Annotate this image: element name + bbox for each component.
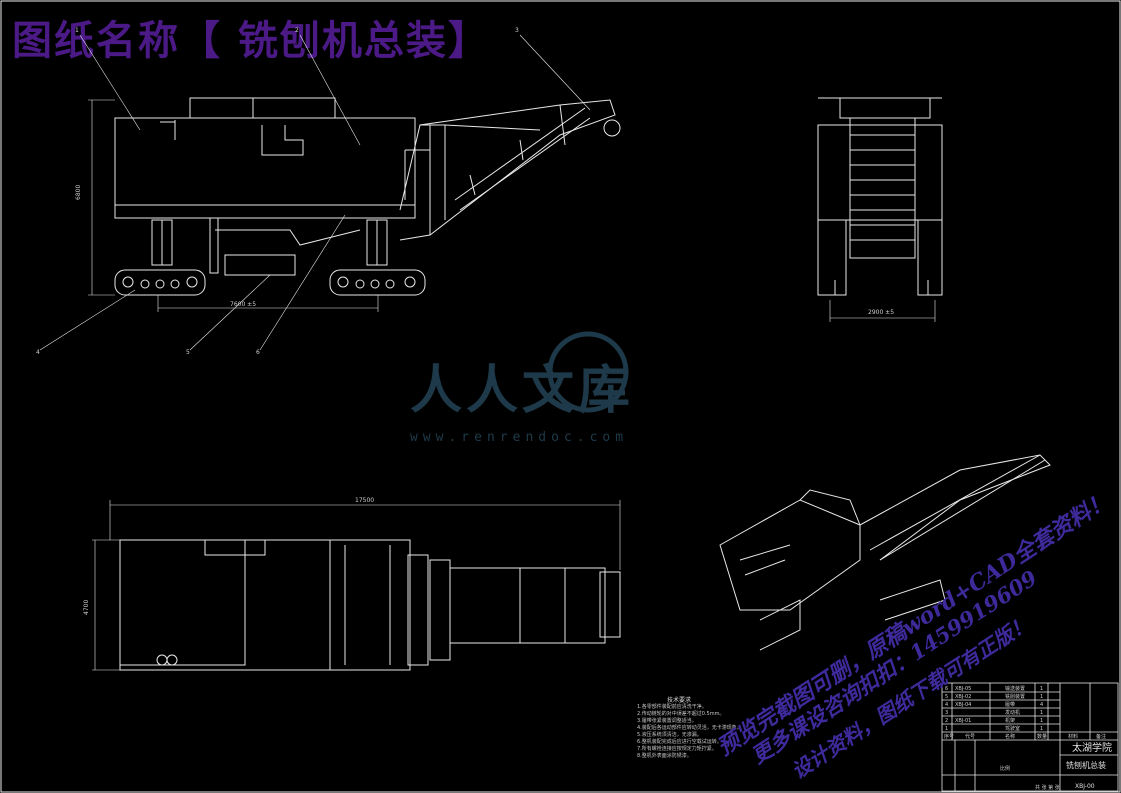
dim-side-height: 6800: [75, 185, 82, 200]
balloon-2: 2: [295, 27, 299, 34]
parts-row-code: XBJ-04: [955, 702, 971, 708]
dim-side-track: 7600 ±5: [230, 301, 256, 308]
parts-row-no: 2: [945, 718, 948, 724]
parts-row-no: 6: [945, 686, 948, 692]
parts-row-no: 3: [945, 710, 948, 716]
parts-row-qty: 1: [1040, 694, 1043, 700]
parts-row-name: 输送装置: [1005, 685, 1025, 692]
tech-note: 4.装配后各运动部件应转动灵活，无卡滞现象。: [637, 725, 742, 731]
balloon-1: 1: [75, 27, 79, 34]
scale-label: 比例: [1000, 765, 1010, 772]
isometric-view: [719, 454, 1051, 651]
tech-note: 7.所有螺栓连接应按规定力矩拧紧。: [637, 746, 717, 752]
parts-row-qty: 4: [1040, 702, 1043, 708]
parts-row-name: 发动机: [1005, 709, 1020, 716]
header-no: 序号: [944, 733, 954, 740]
parts-row-code: XBJ-01: [955, 718, 971, 724]
parts-row-name: 履带: [1005, 702, 1015, 708]
parts-row-code: XBJ-02: [955, 694, 971, 700]
dim-end-width: 2900 ±5: [868, 309, 894, 316]
tech-note: 8.整机外表面涂防锈漆。: [637, 753, 692, 759]
tech-note: 6.整机装配完成后应进行空载试运转。: [637, 739, 722, 745]
parts-row-name: 铣削装置: [1005, 693, 1025, 700]
tech-notes: 技术要求 1.各零部件装配前应清洗干净。 2.传动链轮的对中误差不超过0.5mm…: [637, 697, 797, 760]
parts-row-qty: 1: [1040, 686, 1043, 692]
parts-row-qty: 1: [1040, 726, 1043, 732]
header-name: 名称: [1005, 733, 1015, 740]
watermark-brand: 人人文库: [410, 360, 635, 421]
drawing-name: 铣刨机总装: [1066, 760, 1106, 770]
parts-row-no: 1: [945, 726, 948, 732]
watermark-circle: [547, 331, 629, 413]
side-track-front: [114, 269, 206, 296]
balloon-3: 3: [515, 27, 519, 34]
parts-row-qty: 1: [1040, 710, 1043, 716]
header-material: 材料: [1068, 733, 1078, 740]
balloon-6: 6: [256, 349, 260, 356]
parts-row-name: 机架: [1005, 717, 1015, 724]
tech-note: 2.传动链轮的对中误差不超过0.5mm。: [637, 711, 725, 717]
school-name: 太湖学院: [1072, 741, 1112, 754]
drawing-code: XBJ-00: [1075, 783, 1095, 790]
side-view: [39, 34, 621, 351]
header-code: 代号: [965, 733, 975, 740]
header-remark: 备注: [1096, 733, 1106, 740]
side-body: [114, 117, 416, 219]
sheet-label: 共 张 第 张: [1035, 784, 1060, 791]
top-body: [119, 539, 411, 671]
parts-row-no: 5: [945, 694, 948, 700]
dim-top-length: 17500: [355, 497, 374, 504]
dim-top-width: 4700: [83, 600, 90, 615]
parts-row-code: XBJ-05: [955, 686, 971, 692]
balloon-4: 4: [36, 349, 40, 356]
side-track-rear: [329, 269, 426, 296]
header-qty: 数量: [1037, 733, 1047, 740]
tech-note: 3.履带张紧装置调整适当。: [637, 718, 697, 724]
tech-note: 5.液压系统须清洁，无渗漏。: [637, 732, 702, 738]
tech-notes-heading: 技术要求: [667, 697, 692, 704]
tech-note: 1.各零部件装配前应清洗干净。: [637, 704, 707, 710]
watermark-url: www.renrendoc.com: [410, 430, 629, 445]
parts-row-no: 4: [945, 702, 948, 708]
parts-row-qty: 1: [1040, 718, 1043, 724]
end-view: [817, 97, 943, 322]
parts-row-name: 驾驶室: [1005, 725, 1020, 732]
balloon-5: 5: [186, 349, 190, 356]
top-view: [92, 500, 621, 671]
drawing-title: 图纸名称【 铣刨机总装】: [12, 17, 490, 64]
title-block: [941, 682, 1119, 792]
